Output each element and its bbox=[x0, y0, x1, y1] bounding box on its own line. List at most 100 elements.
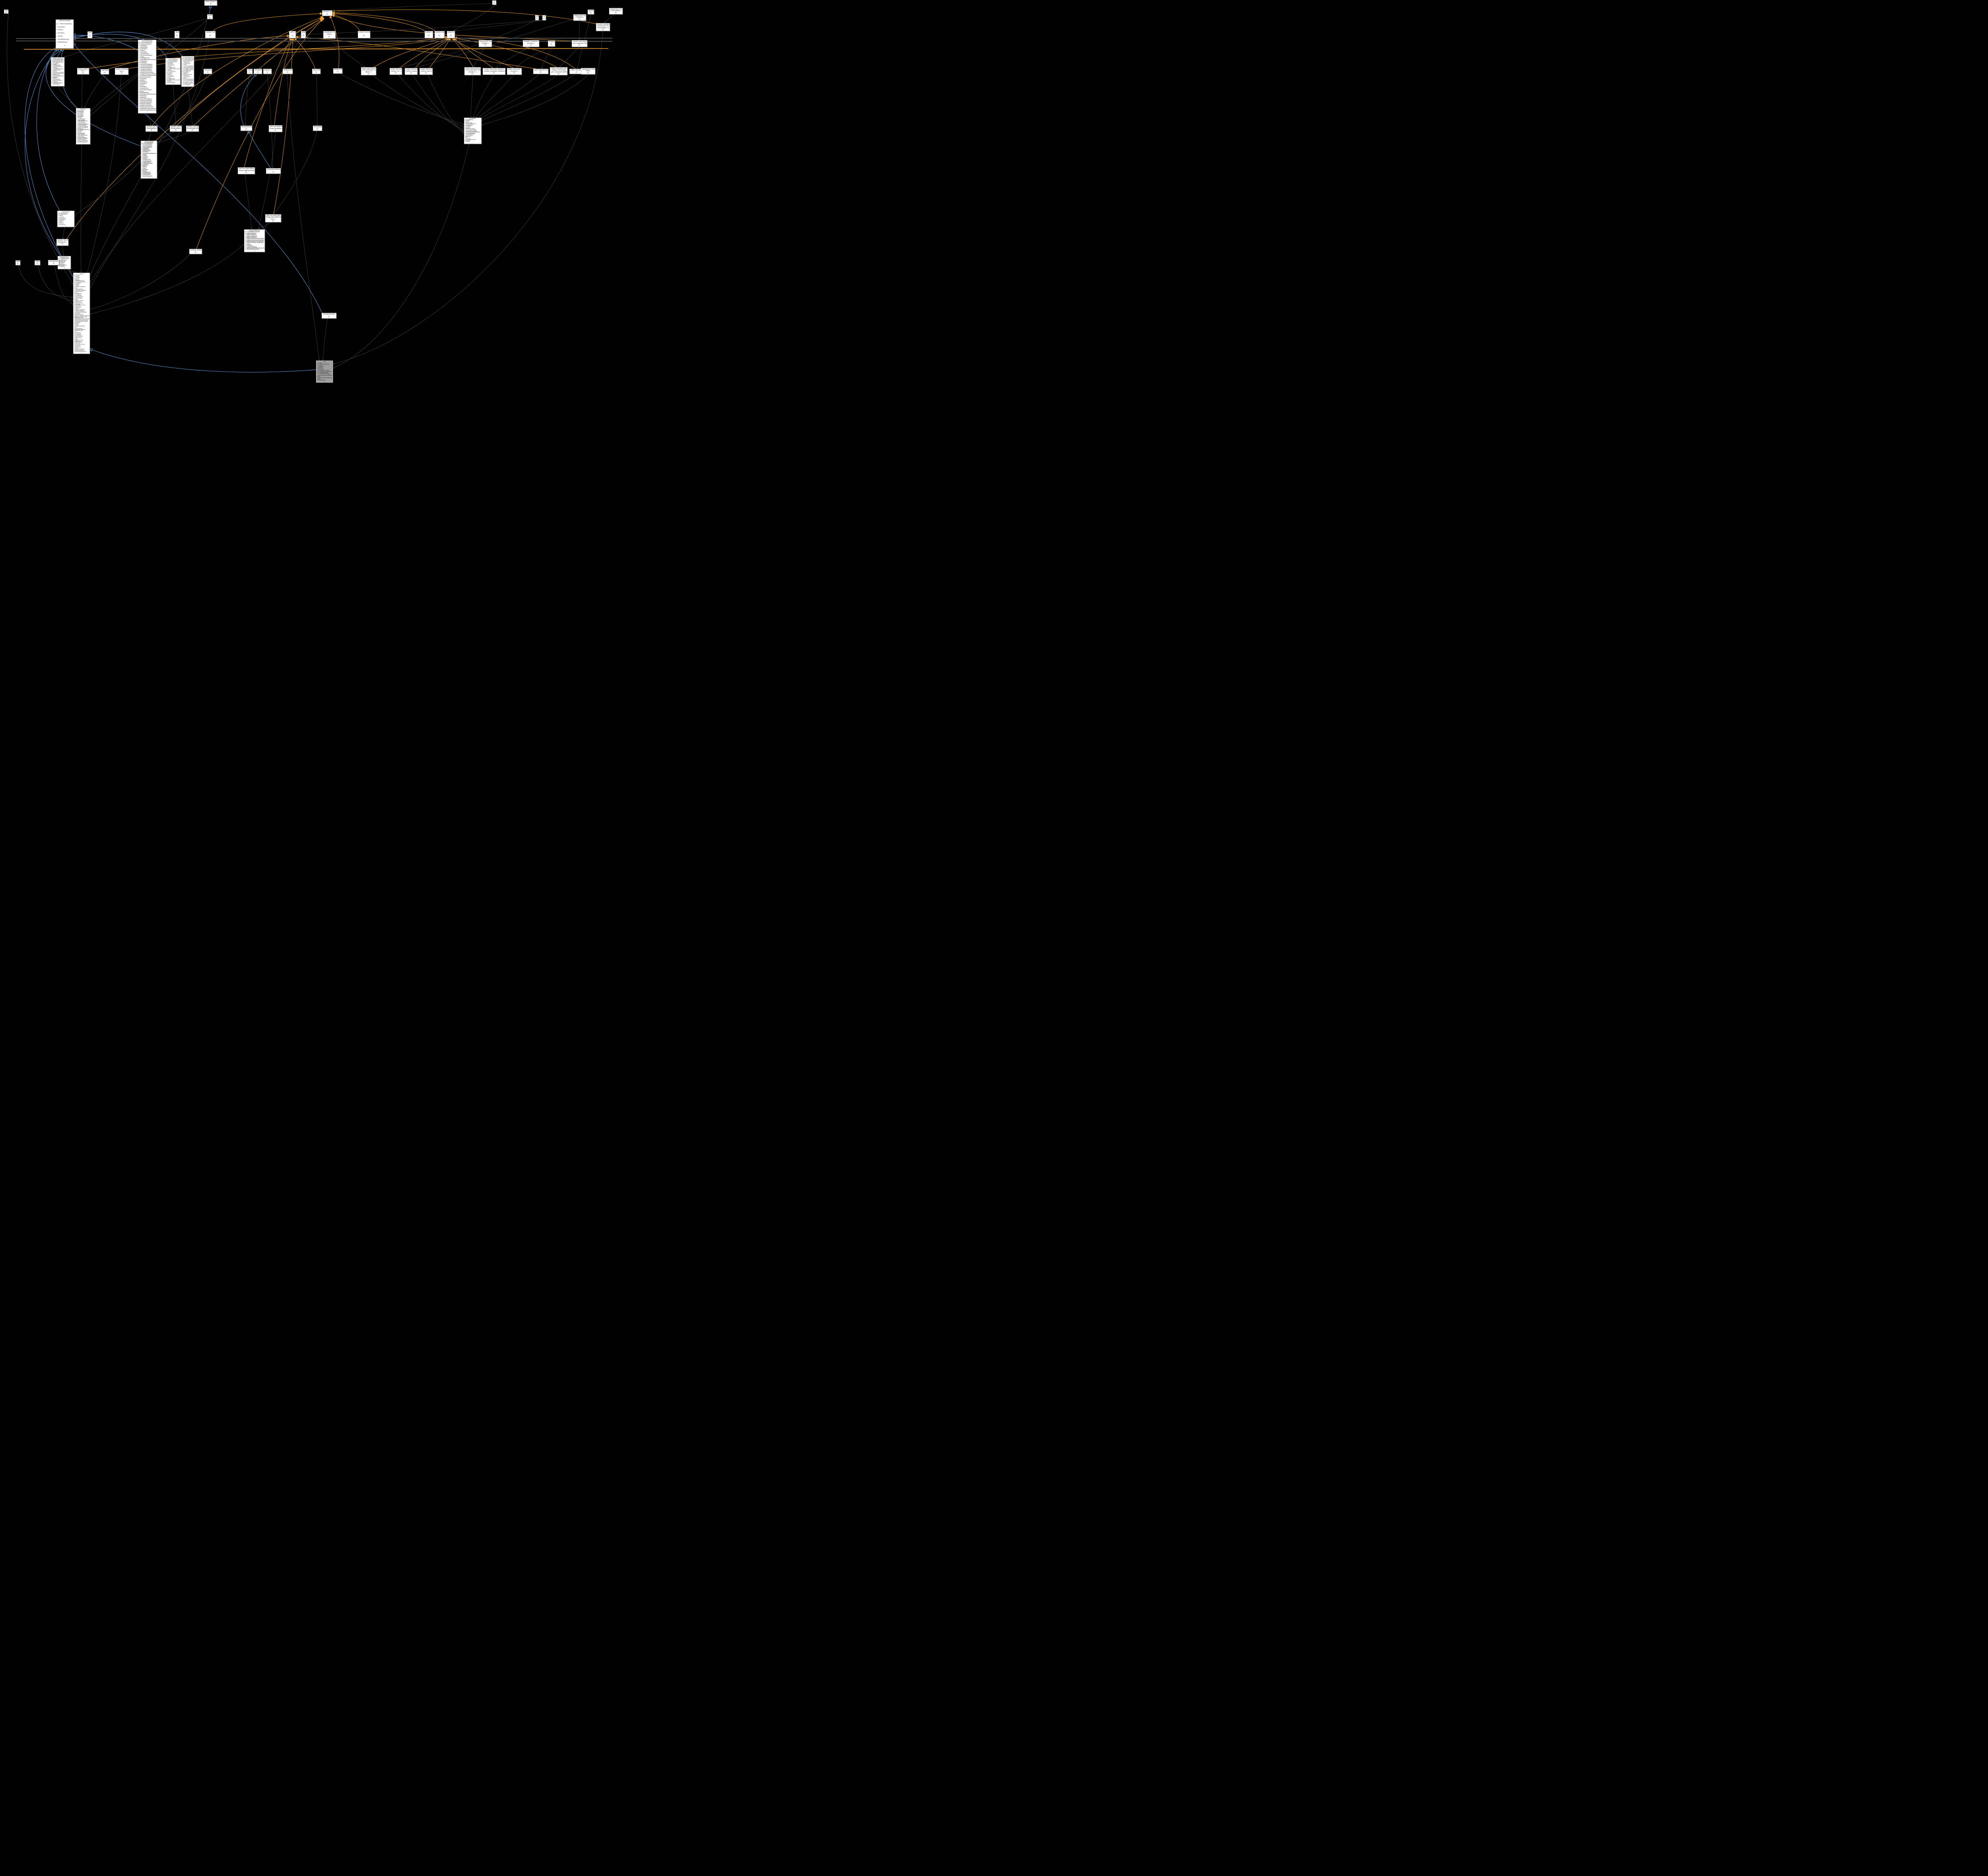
node-map-string-vecint[interactable]: {map< std::string, std::vector< int > >|… bbox=[390, 68, 402, 75]
node-any[interactable]: {any||} bbox=[87, 31, 92, 38]
node-line: ||} bbox=[326, 13, 328, 15]
node-bool[interactable]: {bool||} bbox=[175, 31, 179, 38]
node-envelope[interactable]: {Envelope||+ Envelope()+ Envelope()+ Env… bbox=[76, 108, 90, 144]
node-shared-ptr-ql-cashflow[interactable]: {shared_ptr< QuantLib::CashFlow >||} bbox=[573, 14, 586, 21]
node-map-string-yts[interactable]: {map< std::string, QuantLib::Handle< Qua… bbox=[483, 68, 505, 75]
node-line: ||} bbox=[17, 262, 19, 264]
node-vector-leg[interactable]: {vector< QuantLib::Leg >||} bbox=[189, 249, 202, 254]
node-vector-date[interactable]: {vector< Date >||} bbox=[333, 68, 342, 74]
node-vector-double[interactable]: {vector< double >||} bbox=[435, 31, 445, 38]
node-shared-ptr-pool[interactable]: {shared_ptr< QuantLib::Pool >||} bbox=[581, 68, 595, 74]
node-line: + unsetPayDates() bbox=[245, 246, 257, 248]
node-line: ||} bbox=[315, 71, 317, 73]
node-vector-std-string[interactable]: {vector< std::string >||} bbox=[358, 31, 370, 38]
node-map-string-bond[interactable]: {map< std::string, QuantLib::ext::shared… bbox=[361, 67, 376, 75]
node-shared-ptr-fxindex[interactable]: {shared_ptr< QuantExt::FxIndex >||} bbox=[479, 40, 492, 47]
node-requiredfixings[interactable]: {RequiredFixings||+ fixingDatesIndices()… bbox=[244, 229, 265, 252]
node-line: + additionalFields() bbox=[77, 122, 87, 124]
node-vector-sp-cashflow[interactable]: {vector< ext::shared_ptr< QuantLib::Cash… bbox=[572, 40, 587, 47]
node-vector-int[interactable]: {vector< int >||} bbox=[425, 31, 433, 38]
node-schedule[interactable]: {Schedule||} bbox=[204, 69, 212, 74]
node-scheduledates[interactable]: {ScheduleDates||+ ScheduleDates()+ Sched… bbox=[165, 58, 181, 85]
node-t-param[interactable]: {T||} bbox=[492, 0, 496, 5]
node-line: ||} bbox=[367, 72, 370, 74]
node-tradeactions[interactable]: {TradeActions||+ TradeActions()+ addActi… bbox=[58, 256, 71, 269]
node-line: + addZeroInflationFixingDate() bbox=[245, 238, 265, 240]
node-nanosecond-type[interactable]: {nanosecond_type||} bbox=[48, 260, 59, 265]
node-vector-schedulerules[interactable]: {vector< ore::data::ScheduleRules >||} bbox=[146, 126, 157, 132]
node-line: * toXML() bbox=[166, 73, 172, 75]
node-bondbasketdata[interactable]: {BondBasketData||} bbox=[322, 313, 336, 318]
node-set-k[interactable]: {set< K >||} bbox=[289, 31, 296, 38]
node-shared-ptr-tranchedata[interactable]: {shared_ptr< ore::data::TrancheData >||} bbox=[609, 8, 623, 14]
node-line: + addFixingDates() bbox=[245, 235, 257, 237]
node-line: _ptr< QuantLib::CashFlow > > bbox=[573, 42, 587, 44]
node-nettingsetdetails[interactable]: {NettingSetDetails||+ NettingSetDetails(… bbox=[51, 57, 64, 86]
node-line: } bbox=[324, 380, 325, 382]
node-set-ql-currency[interactable]: {set< QuantLib::Currency >||} bbox=[533, 69, 548, 74]
node-currency[interactable]: {Currency||} bbox=[548, 41, 555, 47]
node-inflationfixingentry[interactable]: {InflationFixingEntry||} bbox=[241, 126, 252, 131]
node-line: + filteredFixingDates() bbox=[245, 248, 260, 250]
node-schedulerules[interactable]: {ScheduleRules||+ ScheduleRules()+ Sched… bbox=[138, 40, 156, 113]
node-set-zeroinflationfixingentry[interactable]: {set< ore::data::RequiredFixings::ZeroIn… bbox=[265, 214, 281, 222]
node-map-string-veccashflow[interactable]: {map< std::string, std::vector< ext::sha… bbox=[550, 67, 567, 75]
node-vector-tradeaction[interactable]: {vector< ore::data::TradeAction >||} bbox=[56, 239, 68, 246]
node-vector-schedulederived[interactable]: {vector< ore::data::ScheduleDerived >||} bbox=[186, 126, 199, 132]
node-set-date[interactable]: {set< Date >||} bbox=[312, 69, 320, 74]
node-xmlserializable[interactable]: {XMLSerializable||+ ~XMLSerializable()+ … bbox=[56, 19, 74, 49]
node-frequency[interactable]: {Frequency||} bbox=[263, 69, 272, 74]
node-line: + toXML() bbox=[317, 367, 323, 369]
usage-edge bbox=[245, 174, 252, 230]
node-shared-ptr-ql-bond[interactable]: {shared_ptr< QuantLib::Bond >||} bbox=[323, 31, 336, 39]
node-tradeaction[interactable]: {TradeAction||+ TradeAction()+ TradeActi… bbox=[57, 211, 74, 227]
node-basic-string[interactable]: {basic_string< Char >||} bbox=[204, 0, 217, 6]
node-map-string-currency[interactable]: {map< std::string, QuantLib::Currency >|… bbox=[507, 68, 522, 75]
node-schedulederived[interactable]: {ScheduleDerived||+ ScheduleDerived()+ S… bbox=[181, 56, 194, 87]
node-k-param[interactable]: {K||} bbox=[542, 15, 546, 20]
usage-edge bbox=[412, 74, 464, 132]
node-line: + addFixingDates() bbox=[245, 236, 257, 238]
node-line: + nettingSetId() bbox=[52, 64, 61, 66]
node-fixingentry[interactable]: {FixingEntry||} bbox=[254, 69, 262, 74]
usage-edge bbox=[57, 86, 78, 109]
node-set-string[interactable]: {set< string >||} bbox=[101, 69, 109, 74]
usage-edge bbox=[84, 74, 105, 109]
node-vector-t[interactable]: {vector< T >||} bbox=[322, 10, 332, 16]
node-bondbasket[interactable]: {BondBasket||+ BondBasket()+ bonds()+ po… bbox=[464, 118, 481, 144]
node-daycounter[interactable]: {DayCounter||} bbox=[283, 69, 293, 74]
node-line: ScheduleRules > bbox=[146, 128, 157, 129]
node-real[interactable]: {Real||} bbox=[16, 260, 20, 265]
node-line: * reset() bbox=[74, 324, 79, 326]
node-string[interactable]: {string||} bbox=[207, 14, 213, 19]
node-map-string-fxindex[interactable]: {map< std::string, QuantLib::ext::shared… bbox=[464, 67, 481, 75]
node-line: + underlyingIndices() bbox=[74, 281, 86, 283]
node-line: ||} bbox=[328, 35, 330, 37]
node-vector-sp-tranchedata[interactable]: {vector< QuantLib::ext::shared_ptr< ore:… bbox=[596, 23, 610, 31]
node-int[interactable]: {int||} bbox=[535, 15, 539, 20]
node-line: + portfolioIds() bbox=[74, 295, 82, 297]
node-map-string-vecdouble[interactable]: {map< std::string, std::vector< double >… bbox=[405, 68, 417, 75]
node-trade[interactable]: {Trade||+ Trade()+ Trade()+ ~Trade()+ bu… bbox=[73, 273, 90, 354]
node-double[interactable]: {double||} bbox=[588, 10, 594, 14]
node-map-string-vecstring[interactable]: {map< std::string, std::vector< std::str… bbox=[419, 68, 433, 75]
node-zeroinflationfixingentry[interactable]: {ZeroInflationFixingEntry||} bbox=[266, 168, 281, 174]
node-line: ||} bbox=[207, 71, 209, 73]
node-set-fixingentry[interactable]: {set< ore::data::RequiredFixings::Fixing… bbox=[269, 125, 282, 132]
node-line: ||+ Trade() bbox=[74, 274, 80, 276]
node-cbo[interactable]: {CBO||+ CBO()+ underlyingIndices()+ buil… bbox=[316, 361, 333, 382]
node-vector-scheduledates[interactable]: {vector< ore::data::ScheduleDates >||} bbox=[170, 126, 182, 132]
node-size[interactable]: {Size||} bbox=[4, 10, 8, 14]
node-map-string-boost-any[interactable]: {map< string, boost::any >||} bbox=[77, 68, 89, 74]
node-size-t[interactable]: {size_t||} bbox=[35, 260, 40, 265]
node-map-stdstring-boost-any[interactable]: {map< std::string, boost::any >||} bbox=[115, 68, 128, 75]
node-date[interactable]: {Date||} bbox=[301, 31, 306, 38]
node-vector-string[interactable]: {vector< string >||} bbox=[205, 31, 215, 38]
node-handle-yts[interactable]: {Handle< QuantLib::YieldTermStructure >|… bbox=[523, 40, 539, 47]
usage-edge bbox=[153, 131, 176, 142]
node-map-k-t[interactable]: {map< K, T >||} bbox=[447, 31, 455, 38]
node-scheduledata[interactable]: {ScheduleData||+ ScheduleData()+ Schedul… bbox=[141, 141, 157, 178]
node-fixingdates[interactable]: {FixingDates||} bbox=[313, 126, 322, 131]
node-period[interactable]: {Period||} bbox=[247, 69, 252, 74]
